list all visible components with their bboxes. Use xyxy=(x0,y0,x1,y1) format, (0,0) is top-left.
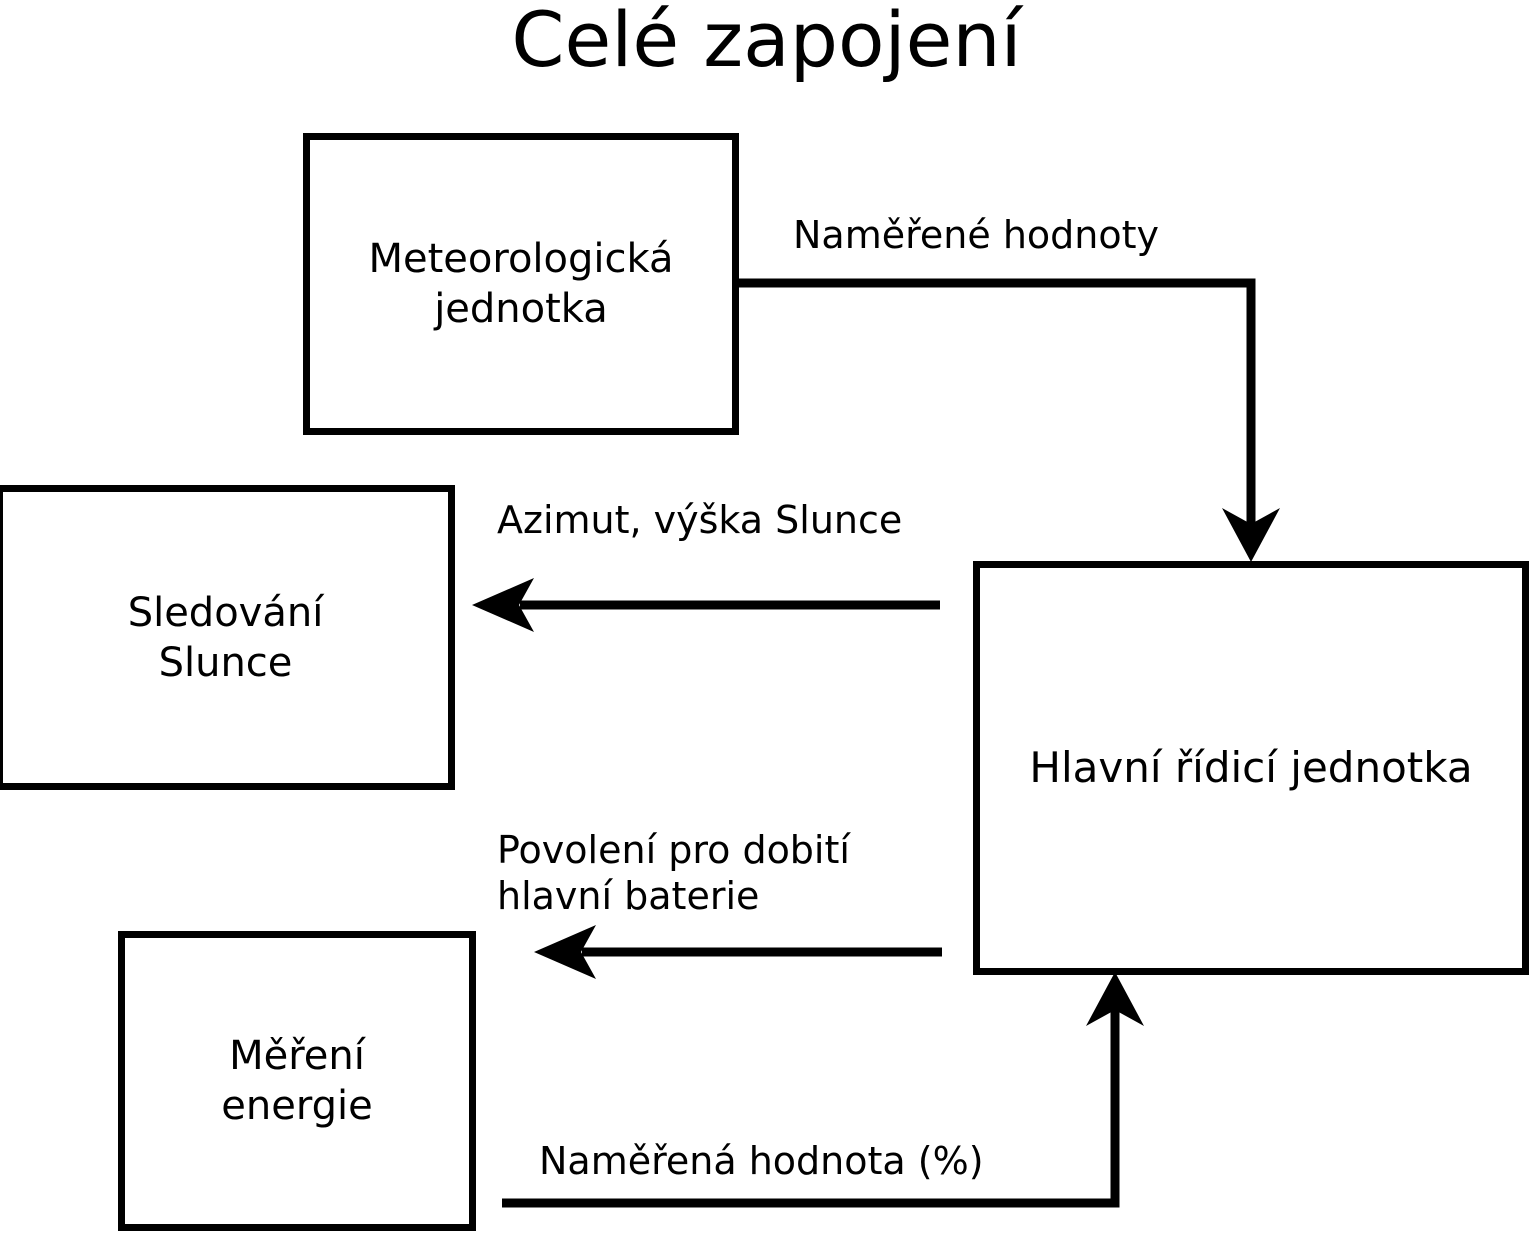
node-mereni-energie[interactable]: Měření energie xyxy=(118,931,476,1231)
edge-label-povoleni-pro-dobiti-hlavni-baterie: Povolení pro dobití hlavní baterie xyxy=(497,828,850,919)
node-meteorologicka-jednotka[interactable]: Meteorologická jednotka xyxy=(303,133,739,435)
edge-label-namerene-hodnoty: Naměřené hodnoty xyxy=(793,213,1159,257)
node-hlavni-ridici-jednotka[interactable]: Hlavní řídicí jednotka xyxy=(973,561,1529,975)
node-label: Měření energie xyxy=(221,1033,373,1129)
edge-label-namerena-hodnota-procenta: Naměřená hodnota (%) xyxy=(539,1139,984,1183)
node-sledovani-slunce[interactable]: Sledování Slunce xyxy=(0,485,455,790)
edge-main-to-sun xyxy=(472,578,940,632)
page-title: Celé zapojení xyxy=(511,0,1022,84)
edge-main-to-energy xyxy=(534,925,942,979)
node-label: Hlavní řídicí jednotka xyxy=(1029,742,1473,792)
node-label: Meteorologická jednotka xyxy=(368,236,674,332)
node-label: Sledování Slunce xyxy=(127,589,324,686)
edge-label-azimut-vyska-slunce: Azimut, výška Slunce xyxy=(497,498,903,542)
